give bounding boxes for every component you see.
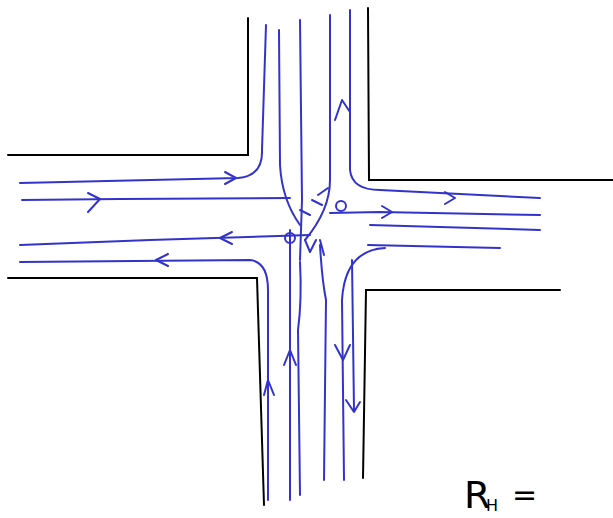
subscript-label: H (486, 498, 498, 514)
traffic-path (300, 20, 302, 260)
road-edges (8, 8, 613, 505)
formula-label: = (512, 480, 537, 510)
traffic-path (342, 248, 385, 480)
traffic-path (370, 225, 540, 230)
scribble (336, 201, 346, 211)
traffic-path (20, 260, 268, 500)
road-edge (363, 290, 560, 478)
arrow-head (156, 254, 168, 266)
arrow-head (225, 172, 236, 184)
traffic-path (298, 262, 301, 495)
traffic-path (350, 10, 540, 198)
arrow-head (445, 192, 455, 204)
traffic-path (305, 15, 330, 240)
traffic-path (330, 212, 540, 215)
arrow-head (88, 193, 100, 212)
road-edge (368, 8, 613, 180)
traffic-path (320, 245, 326, 480)
traffic-path (289, 230, 291, 500)
arrow-head (220, 232, 232, 244)
traffic-path (22, 198, 290, 200)
scribble (300, 188, 328, 255)
arrow-head (335, 100, 350, 120)
traffic-path (279, 30, 300, 225)
scribble (285, 233, 295, 243)
road-edge (8, 278, 264, 505)
arrow-head (346, 400, 360, 412)
arrow-head (264, 380, 274, 395)
traffic-paths (20, 10, 540, 500)
traffic-path (20, 25, 266, 183)
arrow-head (335, 345, 350, 360)
traffic-path (368, 245, 500, 248)
arrow-head (382, 206, 392, 218)
arrow-head (284, 350, 296, 365)
traffic-path (352, 260, 354, 410)
traffic-path (20, 235, 310, 245)
road-edge (8, 18, 248, 155)
